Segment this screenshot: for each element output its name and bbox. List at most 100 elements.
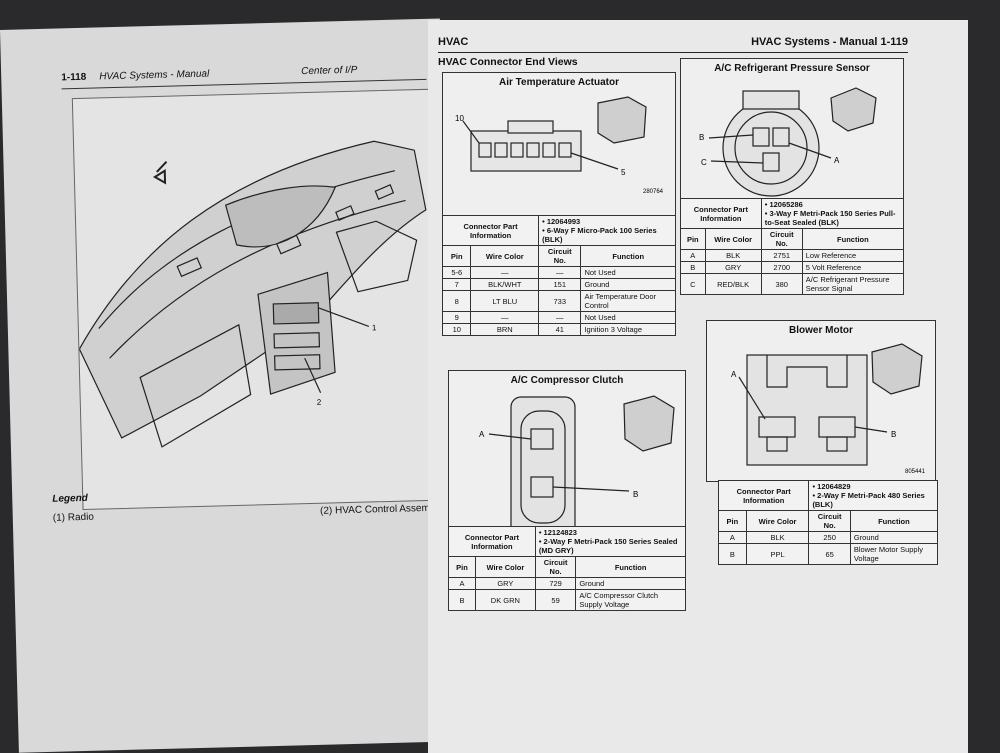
- connector-title: Air Temperature Actuator: [498, 77, 620, 88]
- col-function: Function: [580, 245, 676, 267]
- info-cell: • 12065286 • 3-Way F Metri-Pack 150 Seri…: [760, 198, 905, 229]
- part-number: • 12064993: [542, 217, 581, 226]
- table-row: Connector Part Information • 12064829 • …: [717, 480, 938, 511]
- left-page-number: 1-118: [61, 71, 87, 84]
- cell: 10: [441, 323, 472, 336]
- legend-item-radio: (1) Radio: [52, 511, 95, 524]
- col-wire-color: Wire Color: [704, 228, 762, 250]
- left-page: 1-118 HVAC Systems - Manual Center of I/…: [0, 18, 459, 753]
- cell: PPL: [745, 543, 810, 565]
- col-circuit: Circuit No.: [808, 510, 851, 532]
- cell: DK GRN: [474, 589, 536, 611]
- pin-label-10: 10: [455, 114, 464, 123]
- col-function: Function: [575, 556, 686, 578]
- cell: BLK: [704, 249, 762, 262]
- cell: 2751: [760, 249, 803, 262]
- instrument-panel-figure: 1 2: [71, 88, 445, 511]
- col-circuit: Circuit No.: [534, 556, 577, 578]
- part-description: • 3-Way F Metri-Pack 150 Series Pull-to-…: [764, 209, 896, 227]
- cell: 5-6: [441, 266, 472, 279]
- cell: 65: [808, 543, 851, 565]
- left-page-title: HVAC Systems - Manual: [99, 68, 210, 83]
- col-pin: Pin: [448, 556, 476, 578]
- callout-2-label: 2: [317, 398, 322, 407]
- table-row: Connector Part Information • 12065286 • …: [680, 198, 905, 229]
- blower-pin-table: Connector Part Information • 12064829 • …: [717, 480, 939, 565]
- cell: 9: [441, 311, 472, 324]
- right-page: HVAC HVAC Systems - Manual 1-119 HVAC Co…: [428, 20, 968, 753]
- table-header-row: Pin Wire Color Circuit No. Function: [680, 228, 905, 250]
- info-label: Connector Part Information: [680, 198, 762, 229]
- section-title: HVAC Connector End Views: [438, 56, 578, 68]
- info-cell: • 12124823 • 2-Way F Metri-Pack 150 Seri…: [534, 526, 687, 557]
- pin-label-a: A: [834, 156, 840, 165]
- cell: Ground: [575, 577, 686, 590]
- connector-title: A/C Compressor Clutch: [510, 375, 624, 386]
- cell: —: [538, 266, 582, 279]
- cell: —: [538, 311, 582, 324]
- pin-label-c: C: [701, 158, 707, 167]
- cell: A: [680, 249, 706, 262]
- cell: 380: [760, 273, 803, 295]
- cell: Low Reference: [801, 249, 905, 262]
- right-page-section: HVAC: [438, 36, 469, 48]
- cell: Ground: [580, 278, 676, 291]
- air-temp-pin-table: Connector Part Information • 12064993 • …: [441, 215, 676, 336]
- cell: B: [448, 589, 476, 611]
- cell: LT BLU: [470, 290, 540, 312]
- cell: 729: [534, 577, 577, 590]
- cell: —: [470, 266, 540, 279]
- ac-clutch-pin-table: Connector Part Information • 12124823 • …: [448, 526, 687, 611]
- ac-pressure-pin-table: Connector Part Information • 12065286 • …: [680, 198, 905, 295]
- cell: Blower Motor Supply Voltage: [849, 543, 939, 565]
- cell: A: [718, 531, 747, 544]
- cell: —: [470, 311, 540, 324]
- cell: Not Used: [580, 266, 676, 279]
- table-row: 5-6——Not Used: [441, 266, 676, 279]
- pin-label-b: B: [891, 430, 896, 439]
- col-wire-color: Wire Color: [470, 245, 540, 267]
- right-page-title: HVAC Systems - Manual 1-119: [751, 36, 908, 48]
- part-description: • 6-Way F Micro-Pack 100 Series (BLK): [542, 226, 657, 244]
- cell: Ignition 3 Voltage: [580, 323, 676, 336]
- part-number: • 12065286: [764, 200, 803, 209]
- connector-title: A/C Refrigerant Pressure Sensor: [714, 63, 870, 74]
- part-description: • 2-Way F Metri-Pack 480 Series (BLK): [812, 491, 925, 509]
- cell: Air Temperature Door Control: [580, 290, 676, 312]
- part-number: • 12124823: [538, 528, 577, 537]
- table-row: Connector Part Information • 12124823 • …: [448, 526, 687, 557]
- cell: 8: [441, 290, 472, 312]
- left-page-note: Center of I/P: [301, 64, 358, 78]
- col-pin: Pin: [680, 228, 706, 250]
- cell: A/C Refrigerant Pressure Sensor Signal: [801, 273, 905, 295]
- fig-code: 280764: [643, 189, 664, 195]
- pin-label-a: A: [479, 430, 485, 439]
- connector-blower-motor: Blower Motor A B 805441: [706, 320, 936, 482]
- info-label: Connector Part Information: [717, 480, 810, 511]
- pin-label-b: B: [699, 133, 704, 142]
- col-wire-color: Wire Color: [745, 510, 810, 532]
- cell: A: [448, 577, 476, 590]
- pin-label-a: A: [731, 370, 737, 379]
- left-page-header: 1-118 HVAC Systems - Manual Center of I/…: [61, 59, 421, 90]
- col-circuit: Circuit No.: [760, 228, 803, 250]
- instrument-panel-illustration: 1 2: [78, 140, 427, 448]
- cell: Ground: [849, 531, 939, 544]
- cell: GRY: [704, 261, 762, 274]
- cell: C: [680, 273, 706, 295]
- connector-title: Blower Motor: [789, 325, 853, 336]
- col-function: Function: [801, 228, 905, 250]
- cell: B: [718, 543, 747, 565]
- cell: A/C Compressor Clutch Supply Voltage: [575, 589, 686, 611]
- cell: 7: [441, 278, 472, 291]
- col-function: Function: [849, 510, 939, 532]
- cell: BLK: [745, 531, 810, 544]
